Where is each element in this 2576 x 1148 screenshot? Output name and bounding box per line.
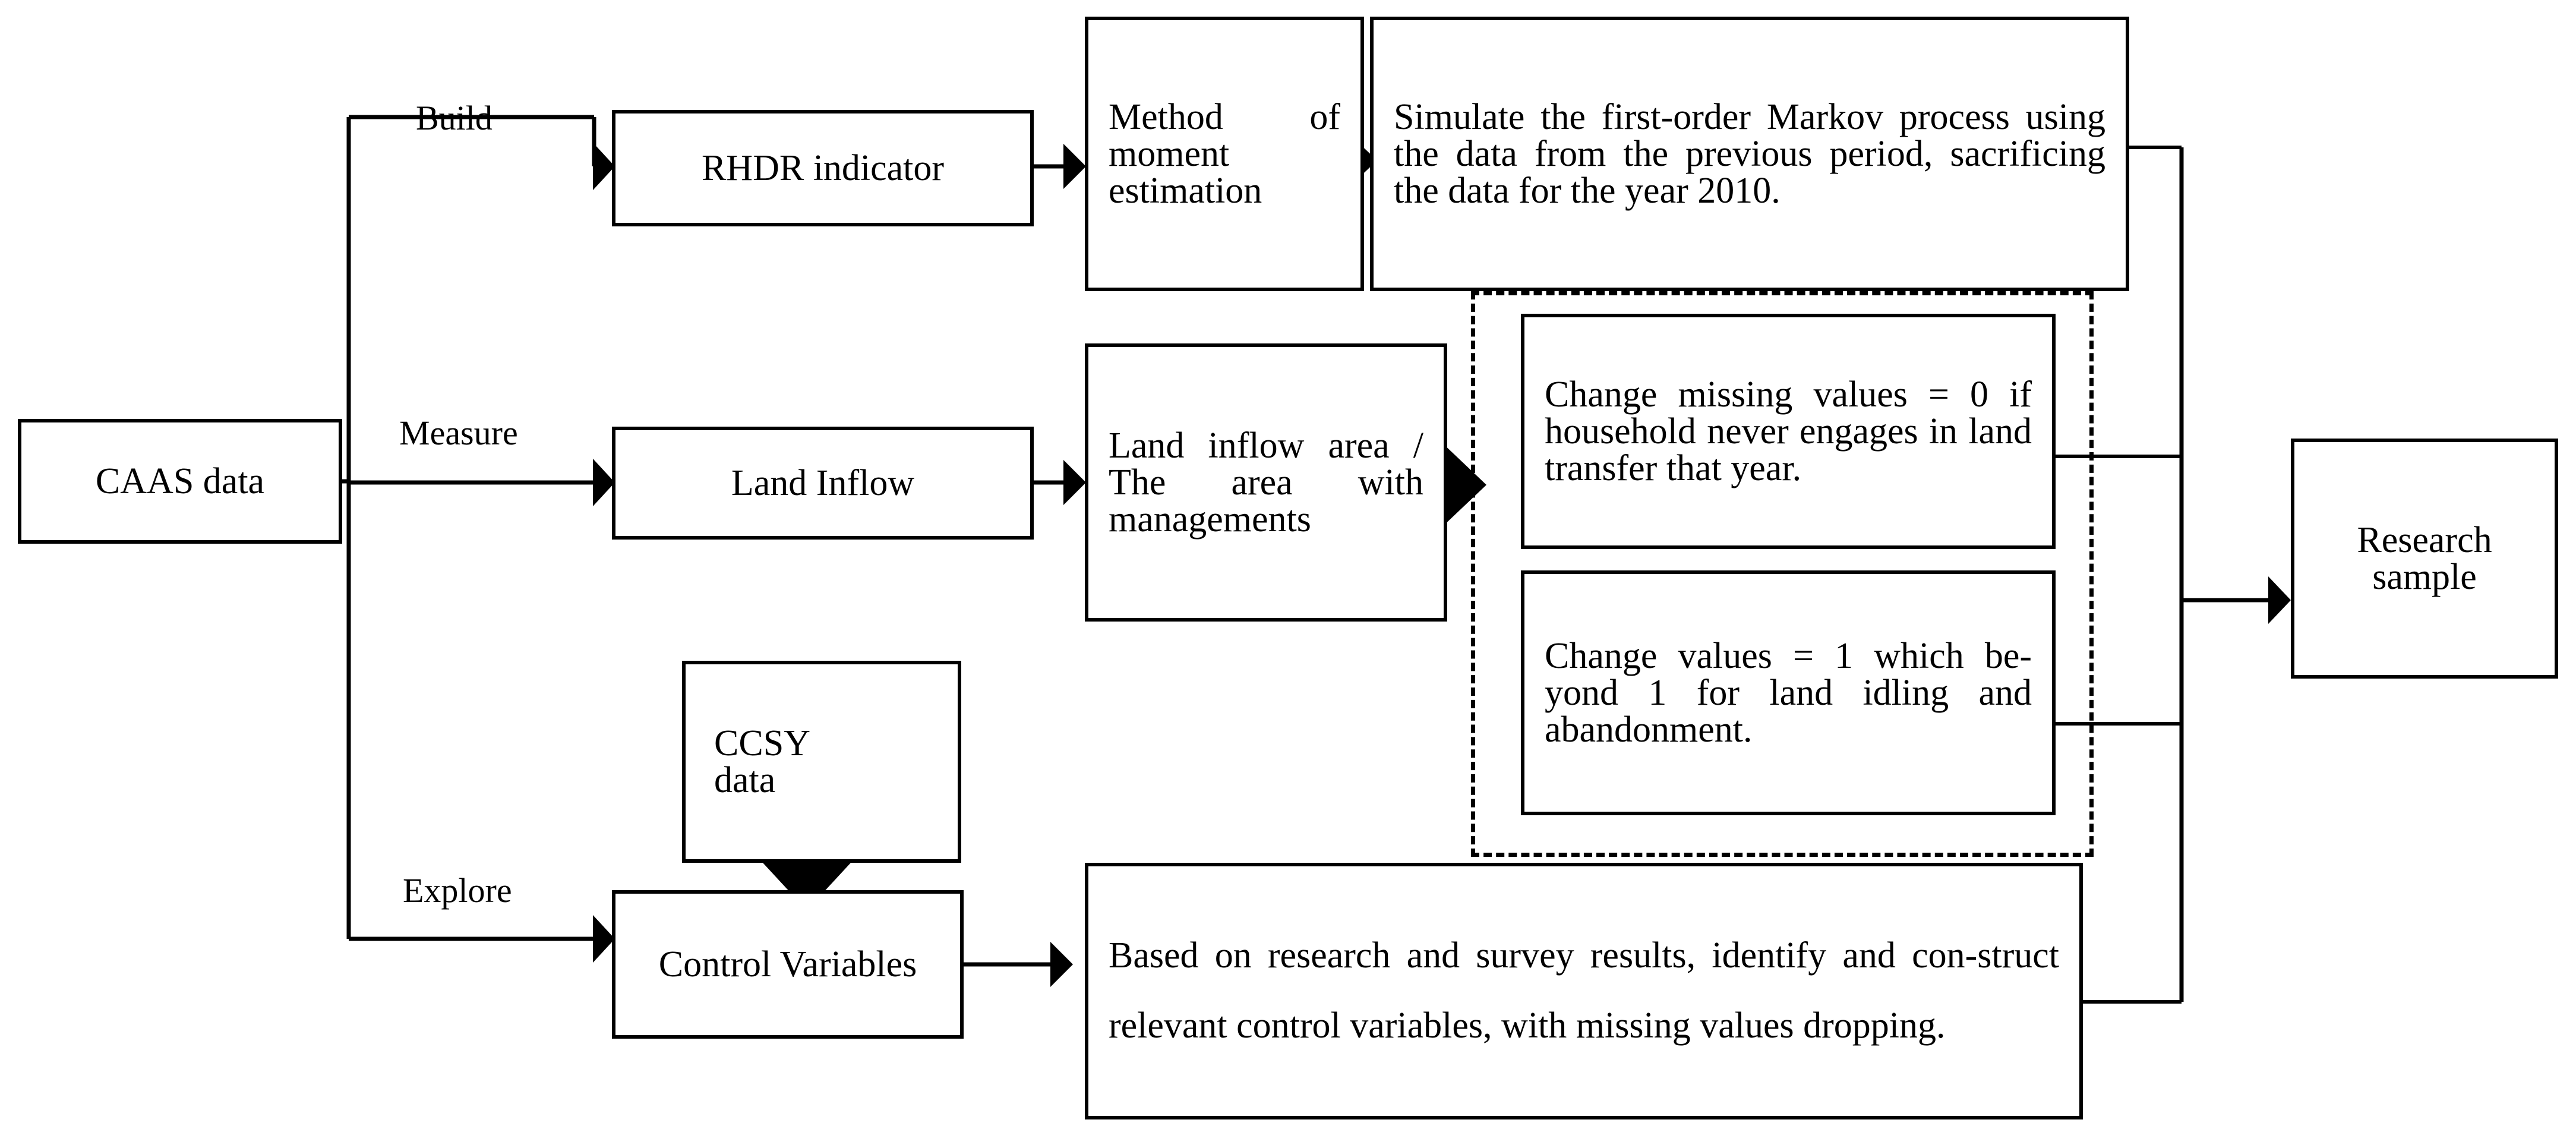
node-ccsy-data[interactable]: CCSY data (682, 661, 961, 863)
arrow-right-thin-icon (2268, 576, 2291, 624)
node-control-variables-label: Control Variables (658, 944, 917, 985)
node-method-of-moment-label: Method of moment estimation (1109, 97, 1340, 211)
node-markov-process-label: Simulate the first-order Markov process … (1394, 97, 2105, 211)
node-land-inflow-ratio[interactable]: Land inflow area / The area with managem… (1085, 343, 1447, 622)
node-ccsy-data-line1: CCSY (714, 723, 810, 764)
node-ccsy-data-label: CCSY data (686, 725, 958, 799)
edge-label-build: Build (416, 99, 493, 137)
node-caas-data-label: CAAS data (95, 461, 265, 502)
node-research-sample-label: Research sample (2294, 522, 2555, 595)
edge-label-explore: Explore (403, 871, 512, 910)
node-rhdr-indicator[interactable]: RHDR indicator (612, 110, 1034, 226)
node-control-variables-description[interactable]: Based on research and survey results, id… (1085, 863, 2083, 1119)
node-research-sample-line2: sample (2372, 557, 2477, 597)
node-missing-values-zero-label: Change missing values = 0 if household n… (1545, 374, 2032, 488)
node-land-inflow[interactable]: Land Inflow (612, 427, 1034, 540)
node-markov-process[interactable]: Simulate the first-order Markov process … (1370, 17, 2129, 291)
edge-label-measure: Measure (399, 414, 518, 452)
arrow-right-thin-icon (593, 915, 615, 963)
node-land-inflow-label: Land Inflow (731, 463, 915, 503)
node-missing-values-zero[interactable]: Change missing values = 0 if household n… (1521, 314, 2056, 549)
node-control-variables-description-label: Based on research and survey results, id… (1109, 935, 2059, 1046)
node-rhdr-indicator-label: RHDR indicator (701, 148, 945, 188)
node-research-sample-line1: Research (2357, 520, 2492, 560)
arrow-right-thin-icon (593, 459, 615, 506)
node-research-sample[interactable]: Research sample (2291, 439, 2558, 679)
node-caas-data[interactable]: CAAS data (18, 419, 342, 544)
arrow-right-thin-icon (1063, 144, 1086, 189)
arrow-right-thin-icon (1050, 942, 1073, 987)
arrow-right-thin-icon (1063, 460, 1086, 505)
arrow-right-thin-icon (593, 143, 615, 190)
node-values-one-label: Change values = 1 which be-yond 1 for la… (1545, 636, 2032, 750)
node-control-variables[interactable]: Control Variables (612, 890, 964, 1039)
node-land-inflow-ratio-label: Land inflow area / The area with managem… (1109, 425, 1423, 540)
node-method-of-moment[interactable]: Method of moment estimation (1085, 17, 1364, 291)
node-values-one[interactable]: Change values = 1 which be-yond 1 for la… (1521, 570, 2056, 815)
node-ccsy-data-line2: data (714, 760, 776, 800)
